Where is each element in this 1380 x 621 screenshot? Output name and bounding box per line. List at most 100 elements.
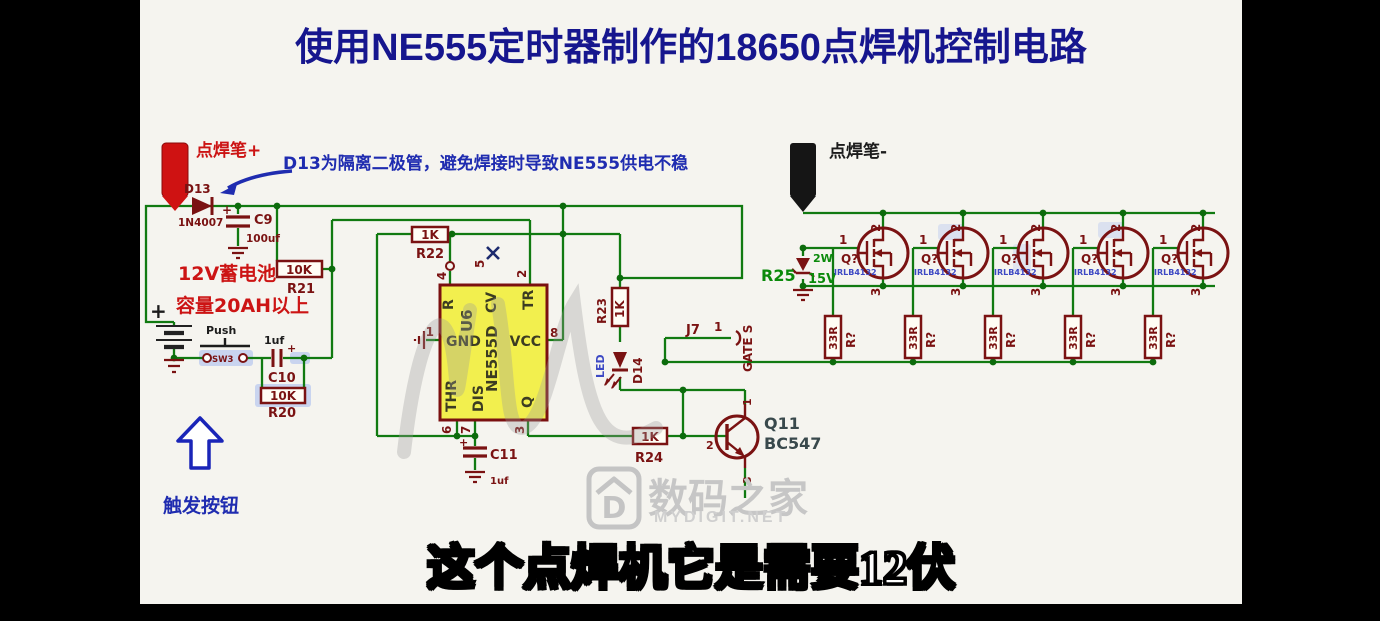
mosfet2-gate-pin: 1 — [919, 233, 927, 247]
mosfet3-drain-pin: 2 — [1029, 224, 1043, 232]
trigger-label: 触发按钮 — [163, 494, 239, 517]
gate-resistor-4: 33R R? — [1063, 314, 1098, 360]
mosfet2-drain-pin: 2 — [949, 224, 963, 232]
u6-part: NE555D — [483, 325, 501, 392]
gate-resistor2-ref: R? — [924, 332, 938, 348]
mosfet4-source-pin: 3 — [1109, 288, 1123, 296]
video-subtitle: 这个点焊机它是需要12伏 — [425, 541, 956, 597]
d13-ref: D13 — [184, 182, 211, 196]
c9-ref: C9 — [254, 213, 273, 228]
j7-ref: J7 — [685, 323, 700, 338]
battery: + 12V蓄电池 容量20AH以上 — [150, 262, 309, 374]
mosfet3-source-pin: 3 — [1029, 288, 1043, 296]
pin-vcc-label: VCC — [510, 334, 541, 350]
page-title: 使用NE555定时器制作的18650点焊机控制电路 — [295, 27, 1087, 69]
q11-part: BC547 — [764, 434, 821, 453]
mosfet2-source-pin: 3 — [949, 288, 963, 296]
mosfet4-drain-pin: 2 — [1109, 224, 1123, 232]
wire-r21-branch — [275, 206, 332, 271]
mosfet5-gate-pin: 1 — [1159, 233, 1167, 247]
letterbox-bottom — [0, 604, 1380, 621]
mosfet1-gate-pin: 1 — [839, 233, 847, 247]
pin3-number: 3 — [513, 426, 527, 434]
gate-resistor1-value: 33R — [827, 326, 840, 350]
c10-ref: C10 — [268, 371, 296, 386]
pin4-number: 4 — [435, 272, 449, 280]
pin1-number: 1 — [426, 325, 434, 339]
transistor-q11: 1 2 3 Q11 BC547 — [706, 398, 821, 484]
capacitor-c9: + C9 100uf — [222, 203, 280, 260]
mosfet-bank: 1 2 3 Q? IRLB4132 1 2 3 Q? IRLB4132 — [834, 224, 1230, 296]
pin-gnd-label: GND — [446, 334, 481, 350]
wire-drain-rail — [803, 211, 1215, 228]
q11-pin3: 3 — [741, 476, 754, 484]
r25-ref: R25 — [761, 266, 796, 285]
mosfet1-part: IRLB4132 — [834, 268, 877, 277]
gnd-pin-symbol — [413, 331, 426, 349]
connector-j7: J7 1 GATE S — [685, 320, 755, 372]
pin8-number: 8 — [550, 326, 558, 340]
capacitor-c11: + C11 1uf — [459, 436, 518, 487]
resistor-r23: 1K R23 — [595, 286, 630, 328]
gate-resistor1-ref: R? — [844, 332, 858, 348]
resistor-r24: 1K R24 — [631, 426, 669, 466]
r25-power: 2W — [813, 252, 833, 265]
ne555-chip: U6 NE555D R CV TR GND VCC THR DIS Q 4 5 … — [413, 246, 558, 434]
welding-pen-negative: 点焊笔- — [790, 141, 887, 212]
resistor-r22: 1K R22 — [410, 225, 450, 262]
schematic-background — [140, 0, 1242, 604]
d13-value: 1N4007 — [178, 217, 223, 229]
mosfet1-drain-pin: 2 — [869, 224, 883, 232]
pin-r-label: R — [441, 299, 457, 310]
pin-q-label: Q — [520, 396, 536, 408]
j7-pin: 1 — [714, 320, 722, 334]
d14-ref: D14 — [631, 357, 645, 384]
gate-resistor-3: 33R R? — [983, 314, 1018, 360]
led-d14: LED D14 — [594, 352, 645, 389]
d13-annotation: D13为隔离二极管，避免焊接时导致NE555供电不稳 — [220, 153, 688, 195]
zener-r25: R25 2W 15V — [761, 252, 836, 302]
letterbox-left — [0, 0, 140, 621]
mosfet-5: 1 2 3 Q? IRLB4132 — [1154, 224, 1230, 296]
watermark-name: 数码之家 — [648, 477, 808, 521]
pin-thr-label: THR — [444, 380, 460, 412]
r20-value: 10K — [270, 389, 297, 403]
sw3-ref: SW3 — [212, 355, 233, 365]
q11-pin2: 2 — [706, 439, 714, 452]
wire-output — [526, 390, 727, 438]
mosfet3-gate-pin: 1 — [999, 233, 1007, 247]
q11-ref: Q11 — [764, 414, 800, 433]
wire-trigger-rail — [330, 218, 532, 358]
r22-ref: R22 — [416, 247, 444, 262]
mosfet5-part: IRLB4132 — [1154, 268, 1197, 277]
r21-value: 10K — [286, 263, 313, 277]
r23-ref: R23 — [595, 298, 609, 324]
r24-ref: R24 — [635, 451, 663, 466]
r21-ref: R21 — [287, 282, 315, 297]
mosfet5-source-pin: 3 — [1189, 288, 1203, 296]
c10-plus: + — [287, 342, 296, 355]
gate-resistor4-value: 33R — [1067, 326, 1080, 350]
pin6-number: 6 — [440, 426, 454, 434]
watermark-logo-icon: D — [586, 466, 642, 535]
junction-dots — [170, 202, 1207, 440]
welding-pen-positive: 点焊笔+ — [161, 140, 261, 211]
mosfet-4: 1 2 3 Q? IRLB4132 — [1074, 224, 1150, 296]
watermark-site: MYDIGIT.NET — [654, 509, 789, 526]
gate-resistor-1: 33R R? — [823, 314, 858, 360]
pin2-number: 2 — [515, 270, 529, 278]
gate-resistor3-ref: R? — [1004, 332, 1018, 348]
j7-label: GATE S — [741, 325, 755, 372]
gate-resistor5-value: 33R — [1147, 326, 1160, 350]
mosfet4-part: IRLB4132 — [1074, 268, 1117, 277]
pin-cv-label: CV — [484, 292, 500, 313]
cv-noconnect-x — [486, 246, 500, 260]
r22-value: 1K — [421, 228, 439, 242]
watermark-logo-letter: D — [602, 491, 627, 526]
wire-vcc-rail — [176, 204, 744, 280]
c9-value: 100uf — [246, 233, 280, 245]
c9-plus: + — [222, 203, 232, 217]
mosfet5-drain-pin: 2 — [1189, 224, 1203, 232]
